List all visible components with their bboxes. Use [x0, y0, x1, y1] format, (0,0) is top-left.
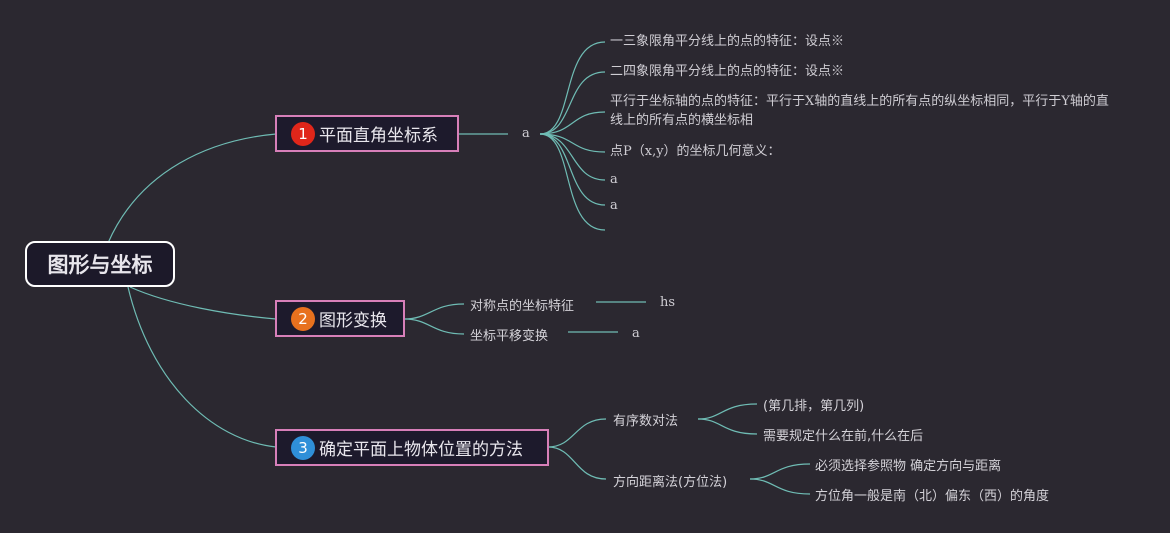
badge-1-icon: 1	[291, 121, 315, 146]
link-b1-c2	[539, 111, 606, 135]
leaf-reference-object[interactable]: 必须选择参照物 确定方向与距离	[815, 459, 1002, 474]
sub-symmetric-points[interactable]: 对称点的坐标特征	[470, 299, 575, 314]
link-root-b3	[127, 286, 277, 448]
leaf-order-rule[interactable]: 需要规定什么在前,什么在后	[763, 429, 924, 444]
leaf-a-1[interactable]: a	[610, 172, 618, 187]
link-b3-c1	[547, 446, 607, 480]
leaf-a-translation[interactable]: a	[632, 326, 640, 341]
root-topic[interactable]: 图形与坐标	[25, 241, 175, 287]
sub-ordered-pair[interactable]: 有序数对法	[613, 414, 679, 429]
link-b1-c1	[539, 71, 606, 135]
badge-3-icon: 3	[291, 435, 315, 460]
link-b1-c0	[539, 41, 606, 135]
leaf-a-2[interactable]: a	[610, 198, 618, 213]
branch-label: 平面直角坐标系	[319, 126, 438, 146]
leaf-point-meaning[interactable]: 点P（x,y）的坐标几何意义：	[610, 144, 781, 159]
leaf-quadrant-2-4[interactable]: 二四象限角平分线上的点的特征：设点※	[610, 64, 845, 79]
leaf-hs[interactable]: hs	[660, 295, 676, 310]
link-root-b1	[107, 133, 277, 244]
leaf-bearing-angle[interactable]: 方位角一般是南（北）偏东（西）的角度	[815, 489, 1050, 504]
link-b1-c5	[539, 133, 606, 206]
branch-label: 确定平面上物体位置的方法	[319, 440, 523, 460]
branch-coordinate-system[interactable]: 1 平面直角坐标系	[275, 115, 459, 152]
link-b2-c1	[403, 318, 465, 335]
branch-label: 图形变换	[319, 311, 387, 331]
sub-translation[interactable]: 坐标平移变换	[470, 329, 549, 344]
badge-2-icon: 2	[291, 306, 315, 331]
leaf-parallel-axis[interactable]: 平行于坐标轴的点的特征：平行于X轴的直线上的所有点的纵坐标相同，平行于Y轴的直线…	[610, 94, 1109, 128]
root-topic-label: 图形与坐标	[47, 253, 153, 277]
link-root-b2	[129, 286, 277, 320]
branch-position-methods[interactable]: 3 确定平面上物体位置的方法	[275, 429, 549, 466]
branch-1-mid-label: a	[522, 126, 530, 141]
leaf-row-column[interactable]: (第几排，第几列)	[763, 399, 865, 414]
link-b3-c0	[547, 418, 607, 448]
link-b3-c0-l1	[697, 418, 758, 435]
link-b3-c1-l1	[749, 478, 811, 495]
link-b1-c3	[539, 133, 606, 153]
sub-direction-distance[interactable]: 方向距离法(方位法)	[613, 475, 728, 490]
link-b3-c0-l0	[697, 403, 758, 420]
branch-shape-transform[interactable]: 2 图形变换	[275, 300, 405, 337]
link-b2-c0	[403, 303, 465, 320]
link-b1-c6	[539, 133, 606, 231]
link-b1-c4	[539, 133, 606, 181]
leaf-quadrant-1-3[interactable]: 一三象限角平分线上的点的特征：设点※	[610, 34, 845, 49]
link-b3-c1-l0	[749, 463, 811, 480]
